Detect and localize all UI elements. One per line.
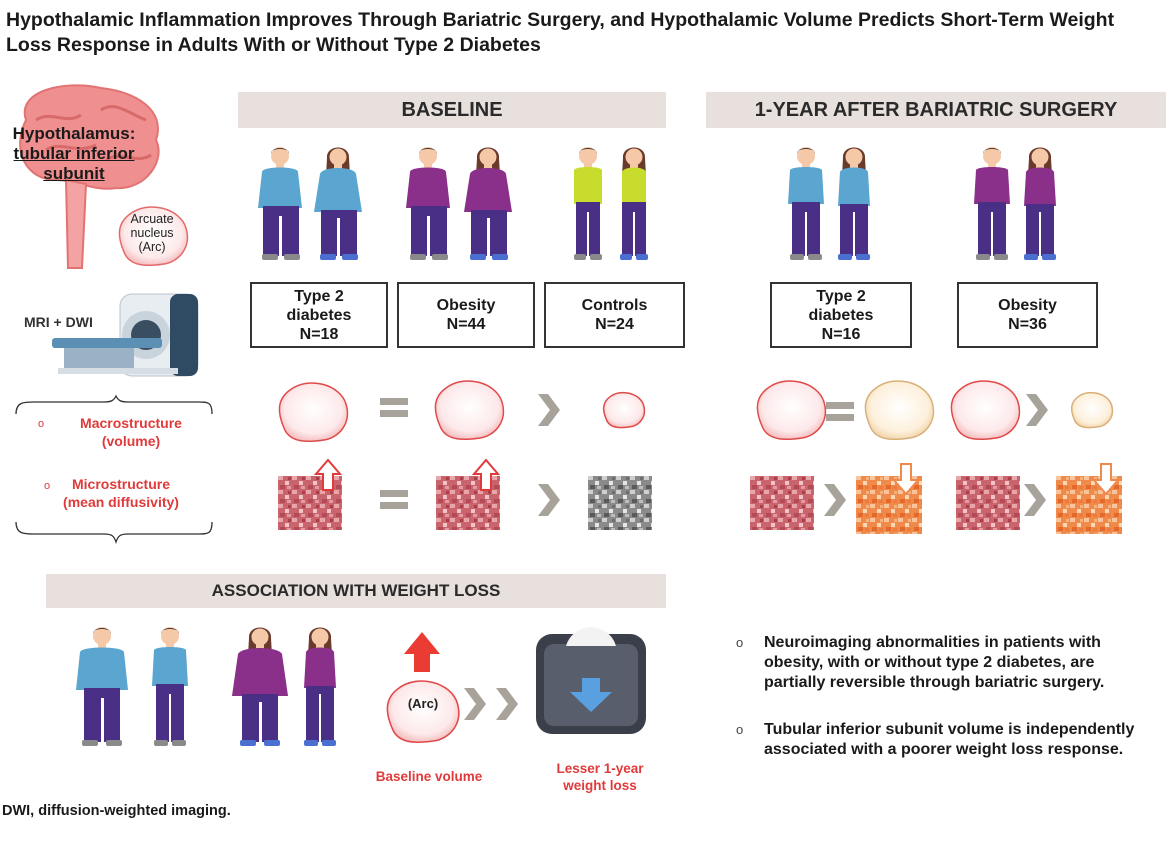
mri-label: MRI + DWI: [24, 314, 93, 330]
arc-line3: (Arc): [138, 240, 166, 254]
person-t2d-post-male-icon: [788, 147, 824, 260]
micro-bullet-icon: o: [44, 480, 51, 492]
blob-obesity-pre-icon: [950, 380, 1021, 441]
group-controls-n: N=24: [595, 316, 634, 333]
blob-controls-baseline-icon: [602, 391, 646, 429]
bullet-circle-icon: o: [736, 722, 744, 737]
chevron-icon: [1026, 394, 1048, 426]
page-title: Hypothalamic Inflammation Improves Throu…: [6, 9, 1115, 56]
micro-label: Microstructure (mean diffusivity): [46, 475, 196, 511]
chevron-icon: [1024, 484, 1046, 516]
person-thin-male-icon: [152, 627, 188, 746]
chevron-icon: [538, 484, 560, 516]
person-control-female-icon: [620, 147, 648, 260]
group-box-t2d-followup: Type 2 diabetes N=16: [770, 282, 912, 348]
brain-illustration: [19, 84, 160, 269]
person-thin-female-icon: [304, 627, 336, 746]
chevron-icon: [464, 688, 486, 720]
followup-people: [788, 147, 1056, 260]
person-obesity-post-male-icon: [974, 147, 1010, 260]
lesser-line1: Lesser 1-year: [556, 761, 644, 776]
lesser-line2: weight loss: [563, 778, 637, 793]
equals-icon: [826, 402, 854, 421]
blob-obesity-post-icon: [1070, 391, 1114, 429]
hypothalamus-line3: subunit: [43, 164, 105, 183]
chevron-icon: [824, 484, 846, 516]
group-box-obesity-baseline: Obesity N=44: [397, 282, 535, 348]
hypothalamus-line1: Hypothalamus:: [12, 124, 136, 143]
person-large-male-icon: [76, 627, 128, 746]
micro-line2: (mean diffusivity): [63, 494, 179, 510]
association-arc-label: (Arc): [407, 696, 439, 711]
arc-blob-large-icon: [386, 680, 460, 744]
lesser-weight-loss-label: Lesser 1-year weight loss: [545, 760, 655, 794]
group-obesity-line1: Obesity: [436, 297, 496, 314]
person-t2d-female-icon: [314, 147, 362, 260]
conclusion-2-text: Tubular inferior subunit volume is indep…: [764, 721, 1135, 758]
macro-label: Macrostructure (volume): [56, 414, 206, 450]
association-graphic: [386, 627, 646, 744]
group-t2d-line2: diabetes: [286, 306, 352, 324]
conclusion-1: o Neuroimaging abnormalities in patients…: [736, 633, 1156, 693]
baseline-banner: BASELINE: [238, 92, 666, 128]
arrow-up-icon: [471, 458, 501, 491]
blob-t2d-pre-icon: [756, 380, 827, 441]
tissue-t2d-pre-icon: [750, 476, 814, 530]
arrow-up-icon: [313, 458, 343, 491]
scale-icon: [536, 627, 646, 734]
hypothalamus-line2: tubular inferior: [13, 144, 135, 163]
baseline-volume-label: Baseline volume: [375, 769, 483, 784]
followup-banner: 1-YEAR AFTER BARIATRIC SURGERY: [706, 92, 1166, 128]
macro-line2: (volume): [101, 433, 161, 449]
group-t2d-post-line1: Type 2: [816, 287, 866, 305]
group-box-controls-baseline: Controls N=24: [544, 282, 685, 348]
red-arrow-up-icon: [404, 632, 440, 672]
group-obesity-n: N=44: [446, 316, 486, 333]
tissue-obesity-pre-icon: [956, 476, 1020, 530]
hypothalamus-label: Hypothalamus: tubular inferior subunit: [4, 124, 144, 184]
person-large-female-icon: [232, 627, 288, 746]
blob-t2d-baseline-icon: [278, 382, 349, 443]
association-banner: ASSOCIATION WITH WEIGHT LOSS: [46, 574, 666, 608]
micro-line1: Microstructure: [71, 476, 171, 492]
findings-graphics: [278, 380, 1122, 534]
person-control-male-icon: [574, 147, 602, 260]
tissue-controls-icon: [588, 476, 652, 530]
association-people: [76, 627, 336, 746]
conclusion-2: o Tubular inferior subunit volume is ind…: [736, 720, 1156, 760]
blob-obesity-baseline-icon: [434, 380, 505, 441]
arrow-down-icon: [891, 463, 921, 496]
person-t2d-male-icon: [258, 147, 302, 260]
equals-icon: [380, 490, 408, 509]
person-t2d-post-female-icon: [838, 147, 870, 260]
group-obesity-post-n: N=36: [1008, 316, 1047, 333]
arrow-down-icon: [1091, 463, 1121, 496]
measures-brackets: [15, 394, 213, 545]
conclusion-1-text: Neuroimaging abnormalities in patients w…: [764, 634, 1105, 691]
baseline-people: [258, 147, 648, 260]
arc-label: Arcuate nucleus (Arc): [122, 212, 182, 254]
macro-bullet-icon: o: [38, 418, 45, 430]
person-obesity-male-icon: [406, 147, 450, 260]
chevron-icon: [538, 394, 560, 426]
person-obesity-female-icon: [464, 147, 512, 260]
equals-icon: [380, 398, 408, 417]
group-t2d-n: N=18: [299, 325, 339, 343]
group-box-t2d-baseline: Type 2 diabetes N=18: [250, 282, 388, 348]
footnote: DWI, diffusion-weighted imaging.: [2, 803, 231, 819]
group-t2d-post-n: N=16: [821, 325, 861, 343]
chevron-icon: [496, 688, 518, 720]
blob-t2d-post-icon: [864, 380, 935, 441]
arc-line2: nucleus: [130, 226, 174, 240]
arc-line1: Arcuate: [130, 212, 174, 226]
person-obesity-post-female-icon: [1024, 147, 1056, 260]
group-controls-line1: Controls: [581, 297, 648, 314]
group-t2d-line1: Type 2: [294, 287, 344, 305]
group-t2d-post-line2: diabetes: [808, 306, 874, 324]
bullet-circle-icon: o: [736, 635, 744, 650]
group-obesity-post-line1: Obesity: [998, 297, 1057, 314]
macro-line1: Macrostructure: [80, 415, 182, 431]
mri-scanner-icon: [52, 293, 199, 377]
group-box-obesity-followup: Obesity N=36: [957, 282, 1098, 348]
